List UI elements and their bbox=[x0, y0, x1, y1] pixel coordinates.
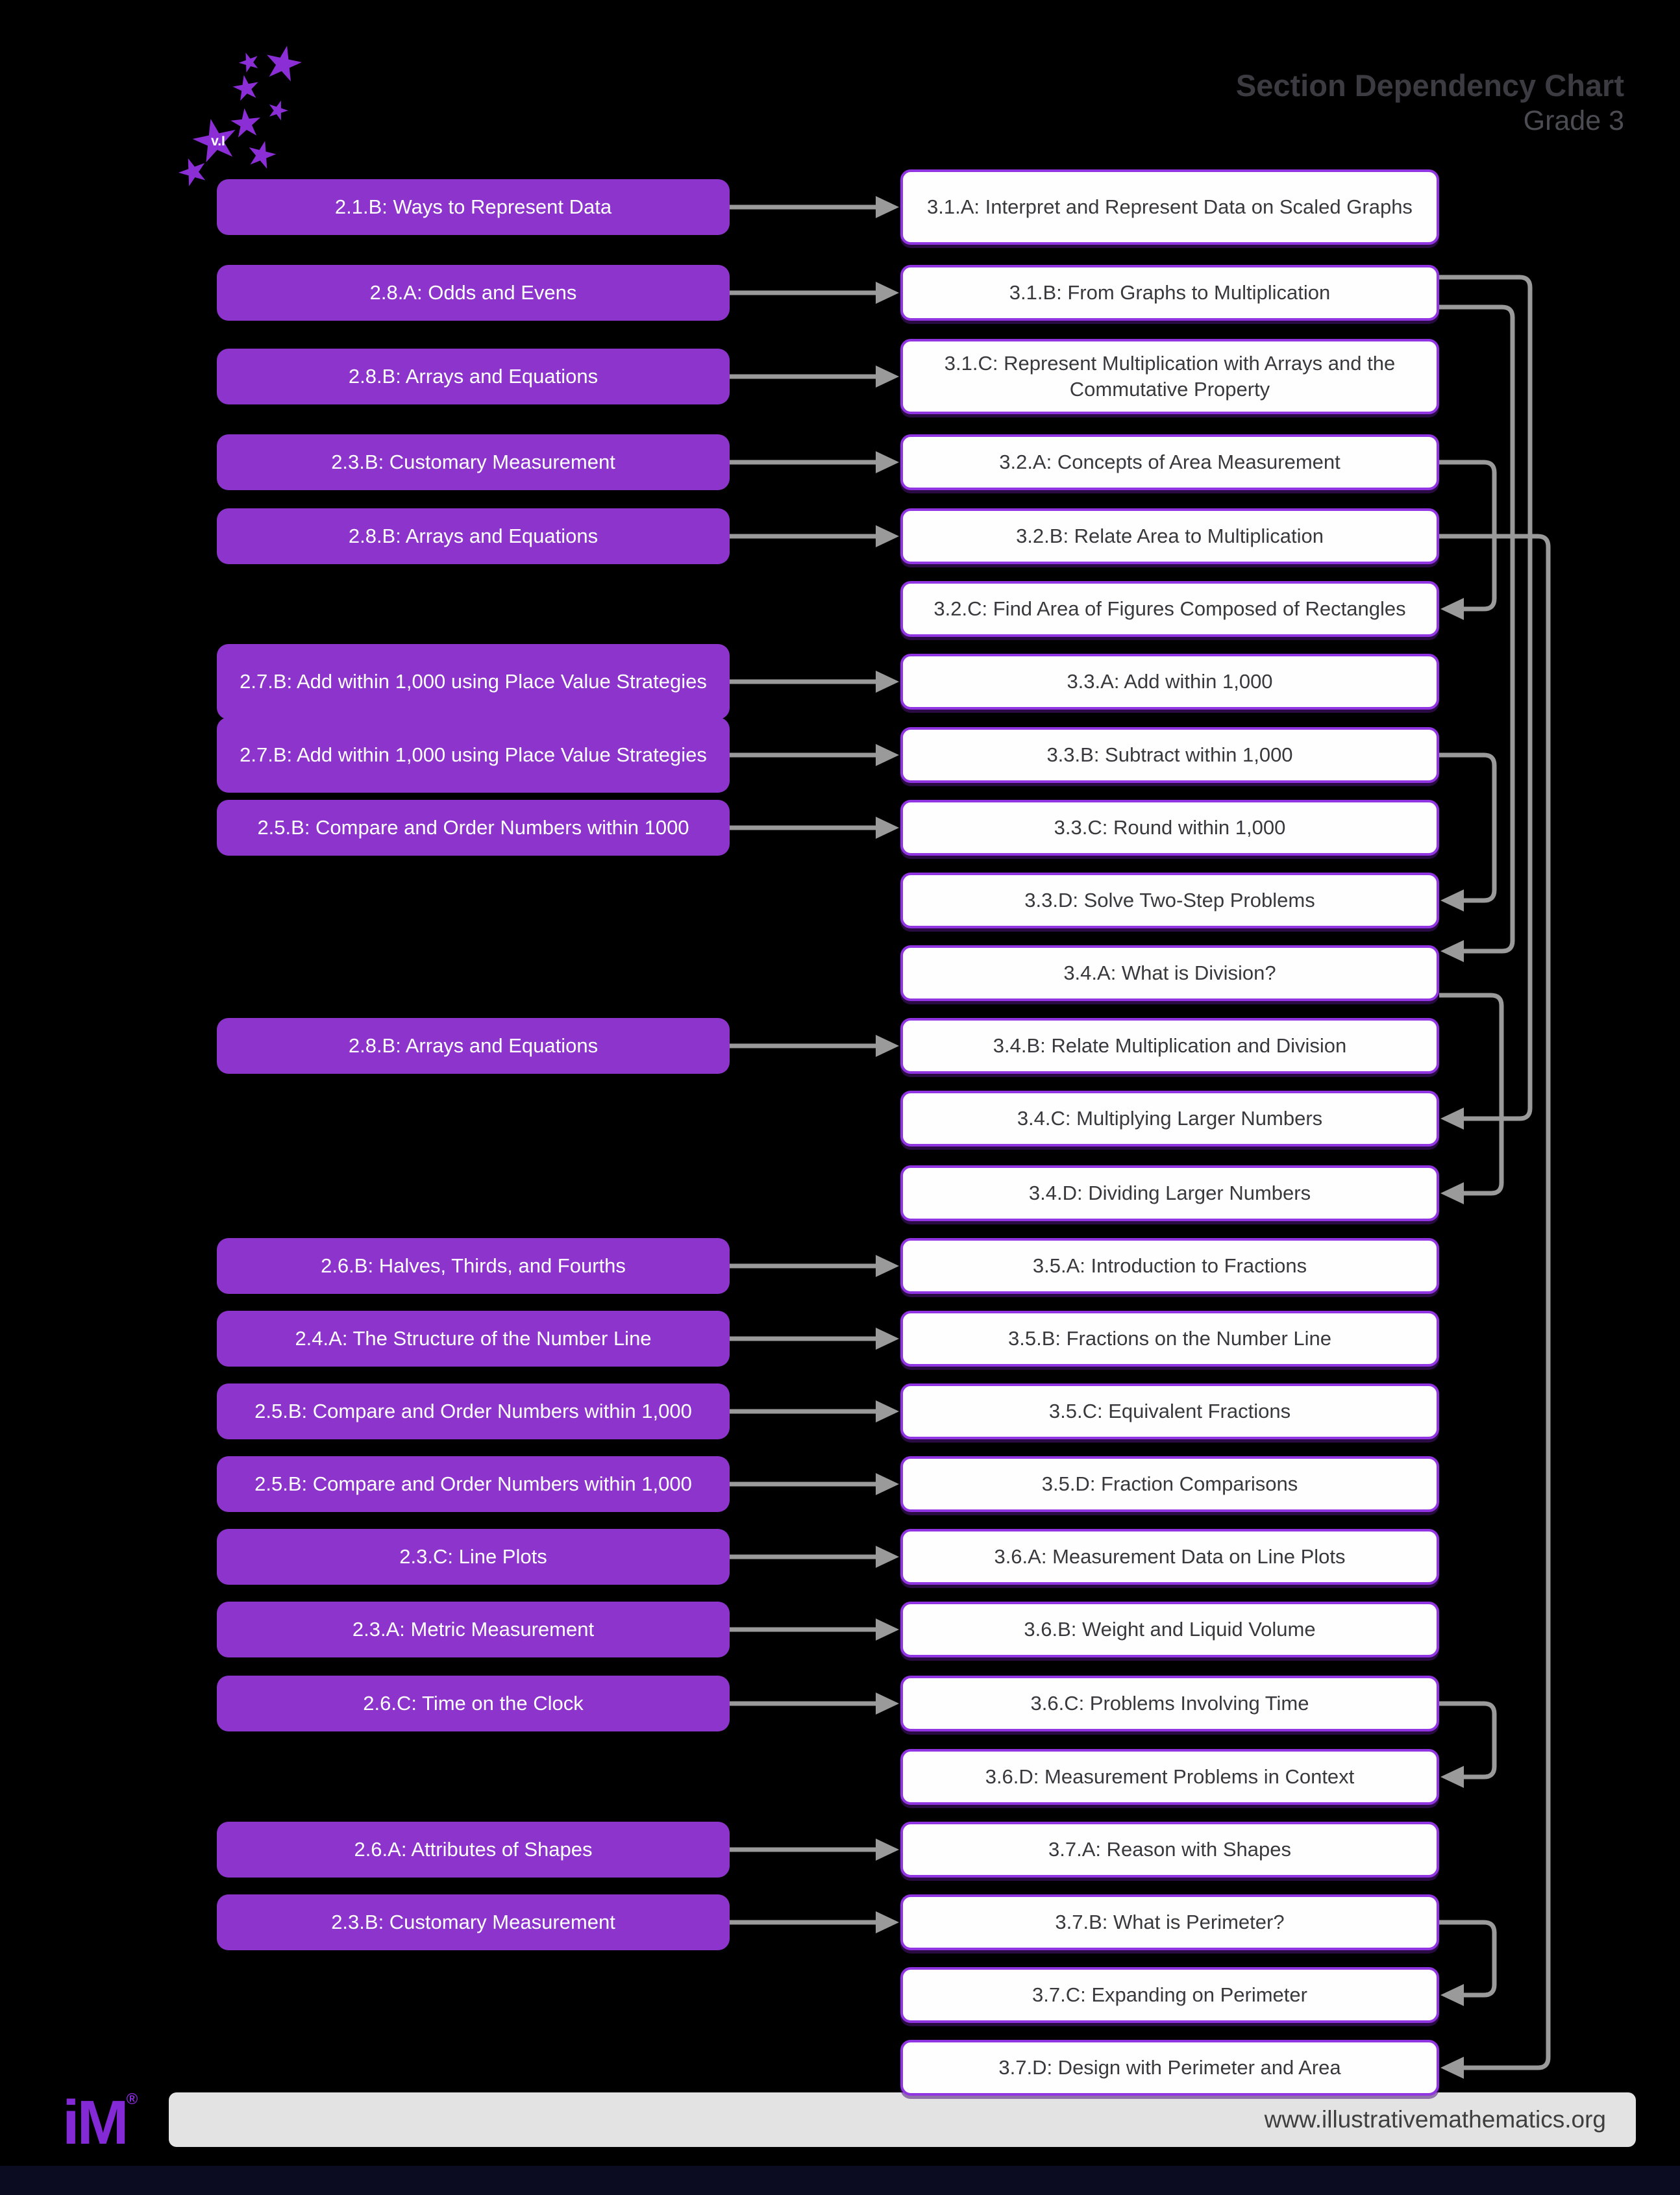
node-3-2-a: 3.2.A: Concepts of Area Measurement bbox=[900, 434, 1439, 490]
node-2-5-b-left: 2.5.B: Compare and Order Numbers within … bbox=[217, 1383, 730, 1439]
arrowhead-icon bbox=[876, 1911, 899, 1933]
arrowhead-icon bbox=[1440, 1766, 1464, 1788]
node-3-3-a: 3.3.A: Add within 1,000 bbox=[900, 654, 1439, 710]
page-title: Section Dependency Chart bbox=[1235, 68, 1624, 103]
node-3-6-d: 3.6.D: Measurement Problems in Context bbox=[900, 1749, 1439, 1805]
arrowhead-icon bbox=[876, 1473, 899, 1495]
node-3-6-b: 3.6.B: Weight and Liquid Volume bbox=[900, 1602, 1439, 1657]
arrowhead-icon bbox=[1440, 940, 1464, 962]
arrowhead-icon bbox=[876, 282, 899, 304]
connector-3.2.A-to-3.2.C bbox=[1439, 460, 1497, 612]
node-3-1-a: 3.1.A: Interpret and Represent Data on S… bbox=[900, 169, 1439, 245]
arrowhead-icon bbox=[1440, 889, 1464, 911]
arrowhead-icon bbox=[876, 1255, 899, 1277]
arrowhead-icon bbox=[876, 1035, 899, 1057]
connector-3.1.B-to-3.4.C bbox=[1439, 275, 1533, 1121]
node-3-5-c: 3.5.C: Equivalent Fractions bbox=[900, 1383, 1439, 1439]
arrowhead-icon bbox=[876, 817, 899, 839]
node-3-5-b: 3.5.B: Fractions on the Number Line bbox=[900, 1311, 1439, 1367]
arrowhead-icon bbox=[1440, 2057, 1464, 2079]
star-icon: ★ bbox=[262, 93, 293, 128]
connector-3.2.B-to-3.7.D bbox=[1439, 534, 1551, 2070]
node-3-3-d: 3.3.D: Solve Two-Step Problems bbox=[900, 873, 1439, 928]
node-3-1-c: 3.1.C: Represent Multiplication with Arr… bbox=[900, 339, 1439, 414]
node-3-4-d: 3.4.D: Dividing Larger Numbers bbox=[900, 1165, 1439, 1221]
im-brand-logo: iM® bbox=[62, 2092, 138, 2154]
page-subtitle: Grade 3 bbox=[1523, 105, 1624, 137]
node-2-7-b-left: 2.7.B: Add within 1,000 using Place Valu… bbox=[217, 644, 730, 719]
arrowhead-icon bbox=[876, 1693, 899, 1715]
node-3-7-b: 3.7.B: What is Perimeter? bbox=[900, 1894, 1439, 1950]
node-3-3-c: 3.3.C: Round within 1,000 bbox=[900, 800, 1439, 856]
arrowhead-icon bbox=[876, 525, 899, 547]
connector-3.4.A-to-3.4.D bbox=[1439, 993, 1504, 1196]
node-2-7-b-left: 2.7.B: Add within 1,000 using Place Valu… bbox=[217, 717, 730, 793]
node-3-4-b: 3.4.B: Relate Multiplication and Divisio… bbox=[900, 1018, 1439, 1074]
arrowhead-icon bbox=[876, 1328, 899, 1350]
arrowhead-icon bbox=[1440, 1108, 1464, 1130]
arrowhead-icon bbox=[876, 1546, 899, 1568]
node-2-5-b-left: 2.5.B: Compare and Order Numbers within … bbox=[217, 800, 730, 856]
node-2-8-b-left: 2.8.B: Arrays and Equations bbox=[217, 1018, 730, 1074]
footer-url: www.illustrativemathematics.org bbox=[1264, 2106, 1606, 2133]
arrowhead-icon bbox=[876, 1400, 899, 1422]
node-3-5-a: 3.5.A: Introduction to Fractions bbox=[900, 1238, 1439, 1294]
im-brand-text: iM bbox=[62, 2088, 129, 2157]
node-3-6-c: 3.6.C: Problems Involving Time bbox=[900, 1676, 1439, 1731]
arrowhead-icon bbox=[876, 451, 899, 473]
node-3-4-c: 3.4.C: Multiplying Larger Numbers bbox=[900, 1091, 1439, 1147]
connector-3.1.B-to-3.4.A bbox=[1439, 304, 1515, 954]
connector-3.7.B-to-3.7.C bbox=[1439, 1920, 1497, 1998]
node-2-5-b-left: 2.5.B: Compare and Order Numbers within … bbox=[217, 1456, 730, 1512]
version-label: v.I bbox=[211, 134, 225, 149]
title-block: Section Dependency Chart Grade 3 bbox=[1236, 68, 1624, 139]
footer-bar: www.illustrativemathematics.org bbox=[169, 2092, 1636, 2147]
node-2-3-b-left: 2.3.B: Customary Measurement bbox=[217, 434, 730, 490]
arrowhead-icon bbox=[876, 366, 899, 388]
node-3-7-a: 3.7.A: Reason with Shapes bbox=[900, 1822, 1439, 1878]
star-icon: ★ bbox=[257, 34, 310, 93]
arrowhead-icon bbox=[876, 1839, 899, 1861]
node-3-7-d: 3.7.D: Design with Perimeter and Area bbox=[900, 2040, 1439, 2096]
node-3-2-b: 3.2.B: Relate Area to Multiplication bbox=[900, 508, 1439, 564]
node-2-3-a-left: 2.3.A: Metric Measurement bbox=[217, 1602, 730, 1657]
node-3-4-a: 3.4.A: What is Division? bbox=[900, 945, 1439, 1001]
node-3-1-b: 3.1.B: From Graphs to Multiplication bbox=[900, 265, 1439, 321]
node-2-6-c-left: 2.6.C: Time on the Clock bbox=[217, 1676, 730, 1731]
arrowhead-icon bbox=[876, 744, 899, 766]
node-2-8-a-left: 2.8.A: Odds and Evens bbox=[217, 265, 730, 321]
arrowhead-icon bbox=[876, 671, 899, 693]
connector-3.3.B-to-3.3.D bbox=[1439, 752, 1497, 903]
node-2-6-a-left: 2.6.A: Attributes of Shapes bbox=[217, 1822, 730, 1878]
node-2-3-c-left: 2.3.C: Line Plots bbox=[217, 1529, 730, 1585]
node-2-6-b-left: 2.6.B: Halves, Thirds, and Fourths bbox=[217, 1238, 730, 1294]
node-3-6-a: 3.6.A: Measurement Data on Line Plots bbox=[900, 1529, 1439, 1585]
node-2-4-a-left: 2.4.A: The Structure of the Number Line bbox=[217, 1311, 730, 1367]
arrowhead-icon bbox=[876, 196, 899, 218]
node-3-7-c: 3.7.C: Expanding on Perimeter bbox=[900, 1967, 1439, 2023]
node-2-8-b-left: 2.8.B: Arrays and Equations bbox=[217, 508, 730, 564]
connector-3.6.C-to-3.6.D bbox=[1439, 1701, 1497, 1780]
arrowhead-icon bbox=[1440, 1182, 1464, 1204]
arrowhead-icon bbox=[1440, 598, 1464, 620]
node-3-5-d: 3.5.D: Fraction Comparisons bbox=[900, 1456, 1439, 1512]
bottom-strip bbox=[0, 2166, 1680, 2195]
node-2-3-b-left: 2.3.B: Customary Measurement bbox=[217, 1894, 730, 1950]
node-2-1-b-left: 2.1.B: Ways to Represent Data bbox=[217, 179, 730, 235]
arrowhead-icon bbox=[876, 1618, 899, 1641]
node-3-2-c: 3.2.C: Find Area of Figures Composed of … bbox=[900, 581, 1439, 637]
registered-trademark-icon: ® bbox=[126, 2090, 138, 2108]
node-3-3-b: 3.3.B: Subtract within 1,000 bbox=[900, 727, 1439, 783]
node-2-8-b-left: 2.8.B: Arrays and Equations bbox=[217, 349, 730, 404]
arrowhead-icon bbox=[1440, 1984, 1464, 2006]
